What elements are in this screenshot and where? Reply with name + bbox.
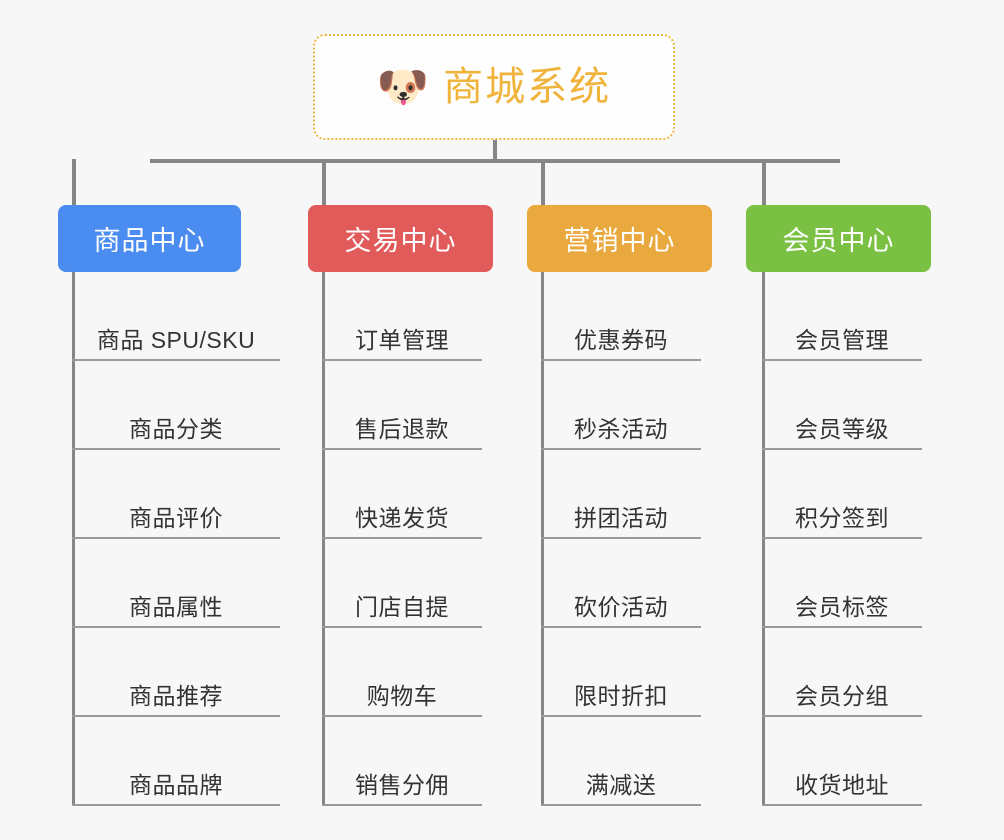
leaf-item[interactable]: 满减送 bbox=[541, 717, 701, 806]
leaf-column-spine bbox=[762, 272, 765, 806]
category-box-4[interactable]: 会员中心 bbox=[746, 205, 931, 272]
leaf-item-label: 会员等级 bbox=[795, 415, 889, 442]
leaf-item[interactable]: 门店自提 bbox=[322, 539, 482, 628]
connector-branch-stem-2 bbox=[322, 159, 326, 206]
leaf-item[interactable]: 购物车 bbox=[322, 628, 482, 717]
leaf-item-label: 商品分类 bbox=[129, 415, 223, 442]
leaf-column-spine bbox=[72, 272, 75, 806]
leaf-item-label: 商品属性 bbox=[129, 593, 223, 620]
category-box-1[interactable]: 商品中心 bbox=[58, 205, 241, 272]
category-box-label: 交易中心 bbox=[344, 226, 457, 256]
root-node-shopping-mall-system[interactable]: 🐶 商城系统 bbox=[313, 34, 675, 140]
leaf-item[interactable]: 砍价活动 bbox=[541, 539, 701, 628]
leaf-item-label: 满减送 bbox=[585, 771, 657, 798]
leaf-item-label: 购物车 bbox=[366, 682, 438, 709]
leaf-item[interactable]: 限时折扣 bbox=[541, 628, 701, 717]
leaf-item-label: 订单管理 bbox=[355, 326, 449, 353]
leaf-item-label: 商品 SPU/SKU bbox=[96, 326, 256, 353]
leaf-item[interactable]: 商品 SPU/SKU bbox=[72, 272, 280, 361]
dog-face-icon: 🐶 bbox=[376, 63, 430, 110]
connector-branch-stem-4 bbox=[762, 159, 766, 206]
category-box-3[interactable]: 营销中心 bbox=[527, 205, 712, 272]
leaf-item-label: 优惠券码 bbox=[574, 326, 668, 353]
leaf-item[interactable]: 优惠券码 bbox=[541, 272, 701, 361]
leaf-item[interactable]: 商品品牌 bbox=[72, 717, 280, 806]
leaf-item[interactable]: 收货地址 bbox=[762, 717, 922, 806]
leaf-item-label: 积分签到 bbox=[795, 504, 889, 531]
leaf-item-label: 商品推荐 bbox=[129, 682, 223, 709]
leaf-item[interactable]: 快递发货 bbox=[322, 450, 482, 539]
leaf-item[interactable]: 秒杀活动 bbox=[541, 361, 701, 450]
leaf-item[interactable]: 订单管理 bbox=[322, 272, 482, 361]
leaf-item[interactable]: 会员等级 bbox=[762, 361, 922, 450]
leaf-item-label: 秒杀活动 bbox=[574, 415, 668, 442]
leaf-item-label: 会员管理 bbox=[795, 326, 889, 353]
leaf-item[interactable]: 商品分类 bbox=[72, 361, 280, 450]
category-box-label: 商品中心 bbox=[93, 226, 206, 256]
leaf-column-spine bbox=[541, 272, 544, 806]
leaf-item-label: 会员分组 bbox=[795, 682, 889, 709]
connector-branch-stem-3 bbox=[541, 159, 545, 206]
leaf-item[interactable]: 商品评价 bbox=[72, 450, 280, 539]
connector-horizontal-bus bbox=[150, 159, 840, 163]
root-node-title: 商城系统 bbox=[443, 65, 612, 109]
leaf-item[interactable]: 售后退款 bbox=[322, 361, 482, 450]
category-box-label: 会员中心 bbox=[782, 226, 895, 256]
leaf-item[interactable]: 商品属性 bbox=[72, 539, 280, 628]
leaf-item-label: 门店自提 bbox=[355, 593, 449, 620]
leaf-item-label: 商品评价 bbox=[129, 504, 223, 531]
leaf-item[interactable]: 会员分组 bbox=[762, 628, 922, 717]
category-box-label: 营销中心 bbox=[563, 226, 676, 256]
leaf-item-label: 限时折扣 bbox=[574, 682, 668, 709]
leaf-item-label: 拼团活动 bbox=[574, 504, 668, 531]
leaf-item[interactable]: 商品推荐 bbox=[72, 628, 280, 717]
leaf-item[interactable]: 会员标签 bbox=[762, 539, 922, 628]
leaf-item-label: 销售分佣 bbox=[355, 771, 449, 798]
leaf-item[interactable]: 积分签到 bbox=[762, 450, 922, 539]
connector-root-stem bbox=[493, 140, 497, 162]
category-box-2[interactable]: 交易中心 bbox=[308, 205, 493, 272]
leaf-item-label: 售后退款 bbox=[355, 415, 449, 442]
leaf-item-label: 砍价活动 bbox=[574, 593, 668, 620]
leaf-item-label: 收货地址 bbox=[795, 771, 889, 798]
leaf-column-spine bbox=[322, 272, 325, 806]
leaf-item[interactable]: 拼团活动 bbox=[541, 450, 701, 539]
leaf-item-label: 会员标签 bbox=[795, 593, 889, 620]
connector-branch-stem-1 bbox=[72, 159, 76, 206]
leaf-item-label: 快递发货 bbox=[355, 504, 449, 531]
leaf-item[interactable]: 会员管理 bbox=[762, 272, 922, 361]
leaf-item[interactable]: 销售分佣 bbox=[322, 717, 482, 806]
leaf-item-label: 商品品牌 bbox=[129, 771, 223, 798]
